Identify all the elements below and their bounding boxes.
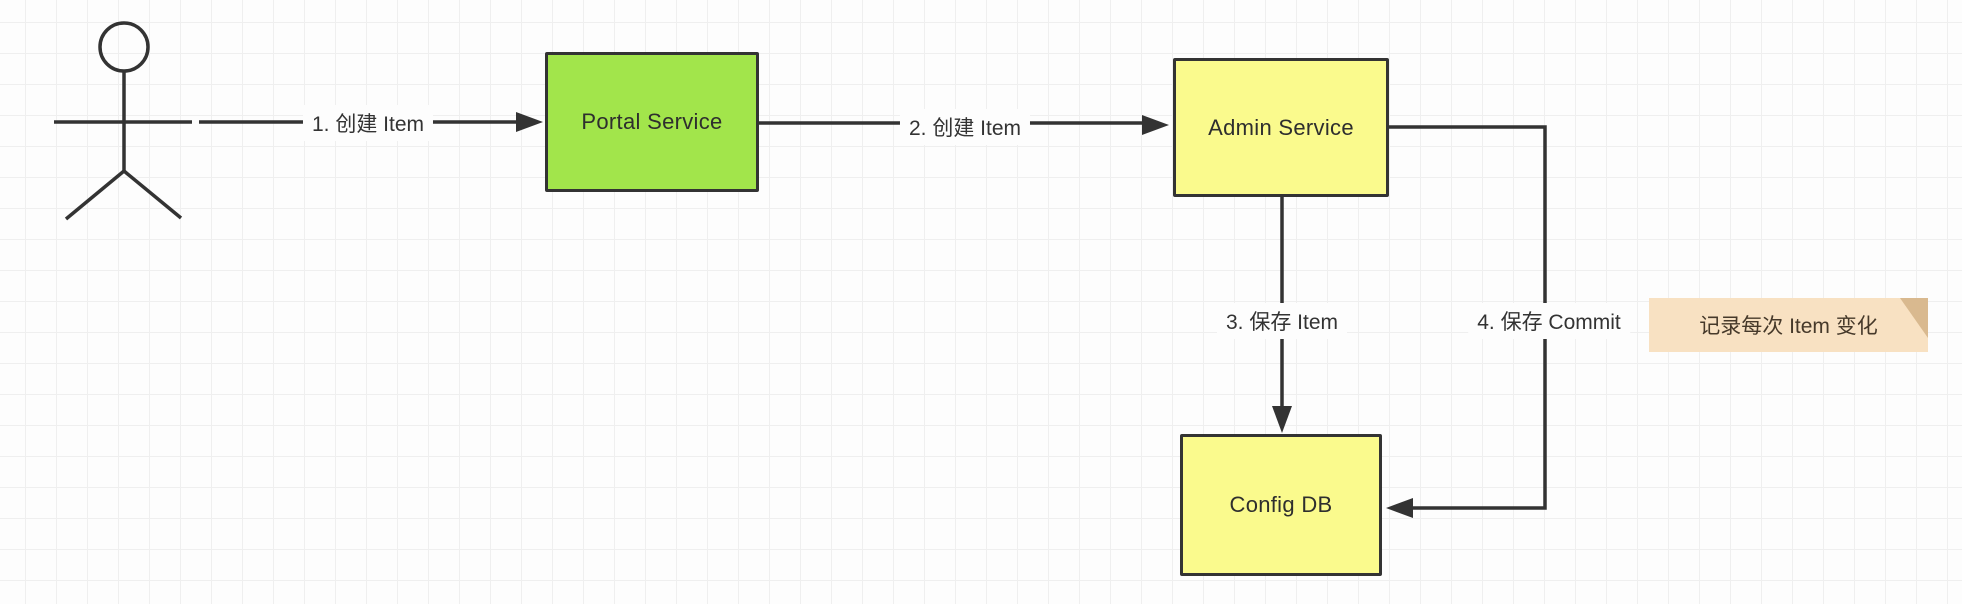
actor-icon [54,21,192,221]
node-admin-service: Admin Service [1173,58,1389,197]
actor-legs [64,169,183,221]
edge-3 [1272,197,1292,433]
note-fold-icon [1900,298,1928,338]
edge-4-label: 4. 保存 Commit [1468,303,1630,339]
node-config-db-label: Config DB [1229,492,1333,517]
edge-1-label: 1. 创建 Item [302,105,434,141]
edge-3-label: 3. 保存 Item [1216,303,1348,339]
node-portal-service-label: Portal Service [581,109,723,134]
sticky-note-text: 记录每次 Item 变化 [1699,315,1878,338]
edge-2-label: 2. 创建 Item [899,109,1031,145]
actor-head [98,21,150,73]
edge-2-arrowhead-icon [1142,115,1169,135]
edge-3-arrowhead-icon [1272,406,1292,433]
node-admin-service-label: Admin Service [1208,114,1354,140]
sticky-note: 记录每次 Item 变化 [1649,298,1928,352]
edge-4-arrowhead-icon [1386,498,1413,518]
edge-1-arrowhead-icon [516,112,543,132]
node-config-db: Config DB [1180,434,1382,576]
node-portal-service: Portal Service [545,52,759,192]
